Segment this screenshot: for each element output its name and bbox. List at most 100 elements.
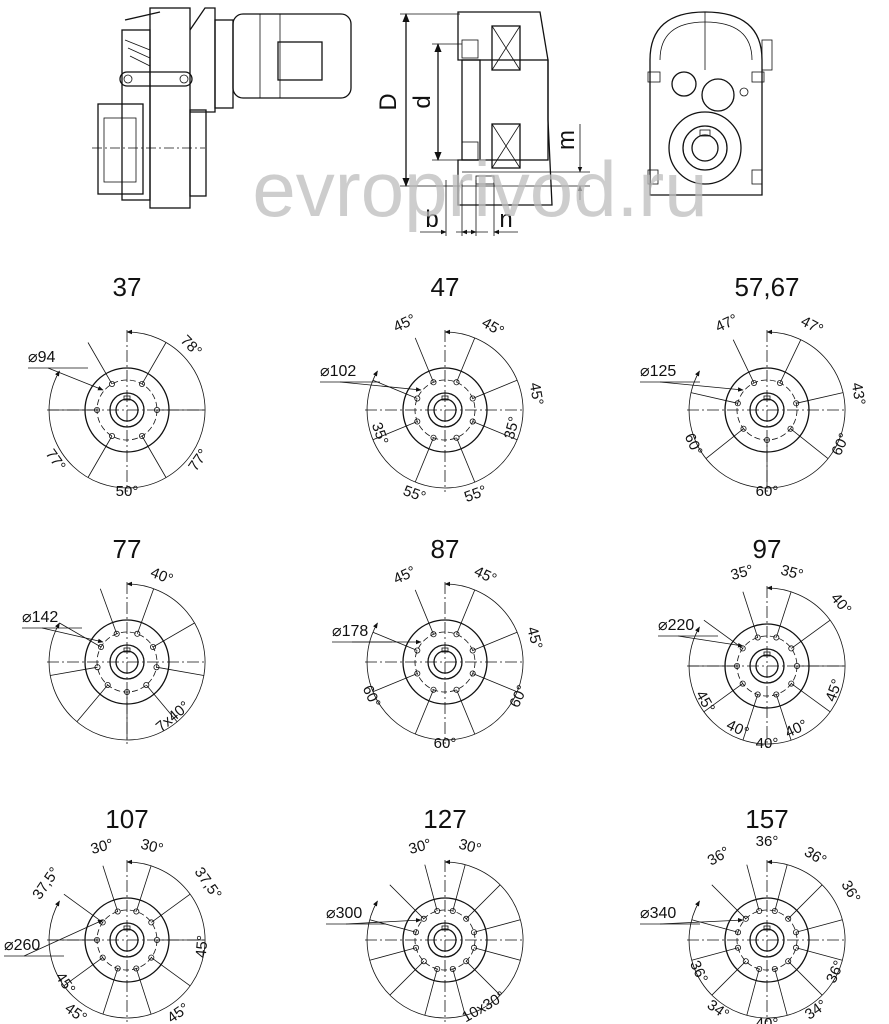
angle-label: 40° bbox=[724, 716, 752, 741]
radial-line bbox=[779, 339, 802, 384]
flange-title: 87 bbox=[431, 534, 460, 564]
radial-line bbox=[746, 864, 760, 912]
angle-label: 60° bbox=[506, 683, 531, 711]
angle-label: 30° bbox=[407, 836, 433, 858]
bolt-hole bbox=[469, 395, 476, 402]
label-D: D bbox=[375, 93, 402, 110]
angle-label: 35° bbox=[368, 420, 392, 447]
angle-label: 60° bbox=[434, 735, 457, 752]
angle-label: 77° bbox=[42, 446, 69, 474]
angle-label: 45° bbox=[822, 677, 846, 704]
radial-line bbox=[456, 689, 476, 735]
diameter-leader bbox=[677, 635, 744, 648]
radial-line bbox=[472, 421, 518, 441]
bolt-hole bbox=[420, 958, 427, 965]
angle-label: 36° bbox=[686, 958, 711, 986]
bolt-hole bbox=[414, 670, 421, 677]
dimension-arc bbox=[48, 329, 206, 489]
bolt-hole bbox=[793, 400, 800, 407]
radial-line bbox=[472, 673, 518, 693]
watermark: evroprivod.ru bbox=[252, 145, 707, 233]
bolt-hole bbox=[149, 644, 156, 651]
radial-line bbox=[790, 428, 829, 459]
bolt-hole bbox=[453, 686, 460, 693]
angle-label: 55° bbox=[462, 482, 489, 506]
radial-line bbox=[711, 884, 747, 920]
angle-label: 60° bbox=[828, 431, 853, 459]
angle-label: 37,5° bbox=[191, 864, 225, 903]
radial-line bbox=[141, 342, 167, 385]
angle-label: 50° bbox=[116, 483, 139, 500]
radial-line bbox=[691, 947, 739, 961]
dimension-arc bbox=[688, 859, 846, 1019]
bolt-hole bbox=[99, 954, 106, 961]
flange-title: 37 bbox=[113, 272, 142, 302]
flange-title: 57,67 bbox=[734, 272, 799, 302]
bolt-hole bbox=[434, 908, 441, 915]
radial-line bbox=[372, 631, 418, 651]
bolt-hole bbox=[754, 691, 761, 698]
angle-label: 35° bbox=[501, 415, 523, 441]
flange-diameter-label: ⌀340 bbox=[640, 905, 676, 922]
bolt-hole bbox=[735, 944, 742, 951]
gearbox-front-view bbox=[647, 11, 773, 196]
bolt-hole bbox=[773, 634, 780, 641]
flange-diameter-label: ⌀220 bbox=[658, 617, 694, 634]
bolt-hole bbox=[430, 686, 437, 693]
angle-label: 55° bbox=[401, 482, 428, 506]
bolt-hole bbox=[414, 418, 421, 425]
radial-line bbox=[742, 694, 759, 741]
flange-title: 47 bbox=[431, 272, 460, 302]
angle-label: 45° bbox=[479, 314, 507, 340]
radial-line bbox=[424, 968, 438, 1016]
angle-label: 30° bbox=[89, 836, 115, 858]
angle-label: 40° bbox=[783, 716, 811, 741]
bolt-hole bbox=[453, 631, 460, 638]
bolt-hole bbox=[133, 965, 140, 972]
bolt-hole bbox=[113, 630, 120, 637]
bolt-hole bbox=[414, 395, 421, 402]
bolt-hole bbox=[134, 630, 141, 637]
angle-label: 30° bbox=[139, 836, 165, 858]
radial-line bbox=[703, 683, 743, 713]
flange-diameter-label: ⌀178 bbox=[332, 623, 368, 640]
radial-line bbox=[456, 337, 476, 383]
flange-diameter-label: ⌀102 bbox=[320, 363, 356, 380]
radial-line bbox=[372, 379, 418, 399]
angle-label: 45° bbox=[526, 381, 547, 406]
radial-line bbox=[796, 392, 844, 404]
bolt-hole bbox=[153, 664, 160, 671]
bolt-hole bbox=[114, 908, 121, 915]
label-m: m bbox=[553, 130, 580, 150]
flange-diameter-label: ⌀125 bbox=[640, 363, 676, 380]
radial-line bbox=[746, 968, 760, 1016]
label-b: b bbox=[425, 206, 438, 233]
dimension-arc bbox=[688, 329, 846, 489]
radial-line bbox=[414, 689, 434, 735]
radial-line bbox=[473, 947, 521, 961]
angle-label: 40° bbox=[148, 564, 175, 588]
angle-label: 7x40° bbox=[153, 698, 193, 736]
bolt-hole bbox=[453, 379, 460, 386]
radial-line bbox=[389, 884, 425, 920]
radial-line bbox=[775, 591, 792, 638]
bolt-hole bbox=[787, 425, 794, 432]
bolt-hole bbox=[788, 645, 795, 652]
radial-line bbox=[76, 684, 109, 723]
angle-label: 34° bbox=[704, 996, 732, 1023]
radial-line bbox=[774, 864, 788, 912]
radial-line bbox=[473, 919, 521, 933]
flange-diameter-label: ⌀142 bbox=[22, 609, 58, 626]
bolt-hole bbox=[449, 966, 456, 973]
flange-diameter-label: ⌀94 bbox=[28, 349, 56, 366]
flange-diameter-label: ⌀300 bbox=[326, 905, 362, 922]
angle-label: 60° bbox=[756, 483, 779, 500]
bolt-hole bbox=[98, 644, 105, 651]
angle-label: 35° bbox=[779, 562, 805, 584]
dimension-arc bbox=[366, 581, 524, 741]
radial-line bbox=[787, 960, 823, 996]
